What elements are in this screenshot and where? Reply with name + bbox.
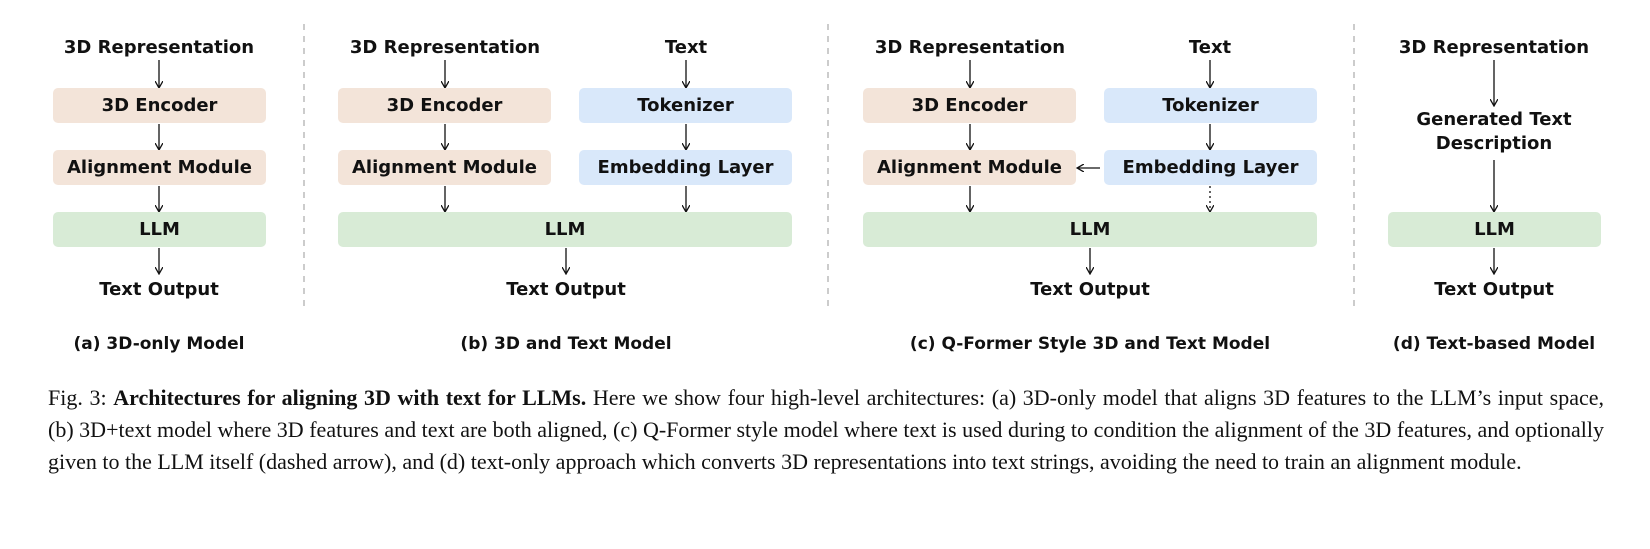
panel-a-llm-box: LLM xyxy=(53,212,266,247)
panel-a-encoder-box: 3D Encoder xyxy=(53,88,266,123)
panel-c-llm-box: LLM xyxy=(863,212,1317,247)
panel-b-alignment-box: Alignment Module xyxy=(338,150,551,185)
panel-b-embedding-box: Embedding Layer xyxy=(579,150,792,185)
panel-b-llm-box: LLM xyxy=(338,212,792,247)
panel-b-encoder-box: 3D Encoder xyxy=(338,88,551,123)
panel-b-input-label: 3D Representation xyxy=(349,37,541,58)
panel-d-llm-box: LLM xyxy=(1388,212,1601,247)
panel-c-text-label: Text xyxy=(1188,37,1232,58)
panel-c-tokenizer-box: Tokenizer xyxy=(1104,88,1317,123)
panel-c-caption: (c) Q-Former Style 3D and Text Model xyxy=(909,334,1271,354)
panel-a-input-label: 3D Representation xyxy=(63,37,255,58)
panel-d-generated-line1: Generated Text xyxy=(1416,109,1572,130)
caption-body: Here we show four high-level architectur… xyxy=(48,385,1605,474)
panel-a-output-label: Text Output xyxy=(99,279,219,300)
panel-d-caption: (d) Text-based Model xyxy=(1392,334,1596,354)
panel-c-embedding-box: Embedding Layer xyxy=(1104,150,1317,185)
panel-c-input-label: 3D Representation xyxy=(874,37,1066,58)
panel-a-alignment-box: Alignment Module xyxy=(53,150,266,185)
panel-c-alignment-box: Alignment Module xyxy=(863,150,1076,185)
caption-prefix: Fig. 3: xyxy=(48,385,114,410)
panel-b-output-label: Text Output xyxy=(506,279,626,300)
figure-caption: Fig. 3: Architectures for aligning 3D wi… xyxy=(48,382,1604,478)
panel-d-output-label: Text Output xyxy=(1434,279,1554,300)
panel-c-output-label: Text Output xyxy=(1030,279,1150,300)
arrows-layer xyxy=(0,24,1650,312)
panel-a-caption: (a) 3D-only Model xyxy=(73,334,245,354)
panel-c-encoder-box: 3D Encoder xyxy=(863,88,1076,123)
panel-d-generated-text-label: Generated Text Description xyxy=(1416,108,1571,156)
panel-b-text-label: Text xyxy=(664,37,708,58)
panel-b-tokenizer-box: Tokenizer xyxy=(579,88,792,123)
caption-bold-title: Architectures for aligning 3D with text … xyxy=(113,385,587,410)
panel-d-input-label: 3D Representation xyxy=(1398,37,1590,58)
panel-d-generated-line2: Description xyxy=(1435,133,1553,154)
panel-b-caption: (b) 3D and Text Model xyxy=(460,334,672,354)
